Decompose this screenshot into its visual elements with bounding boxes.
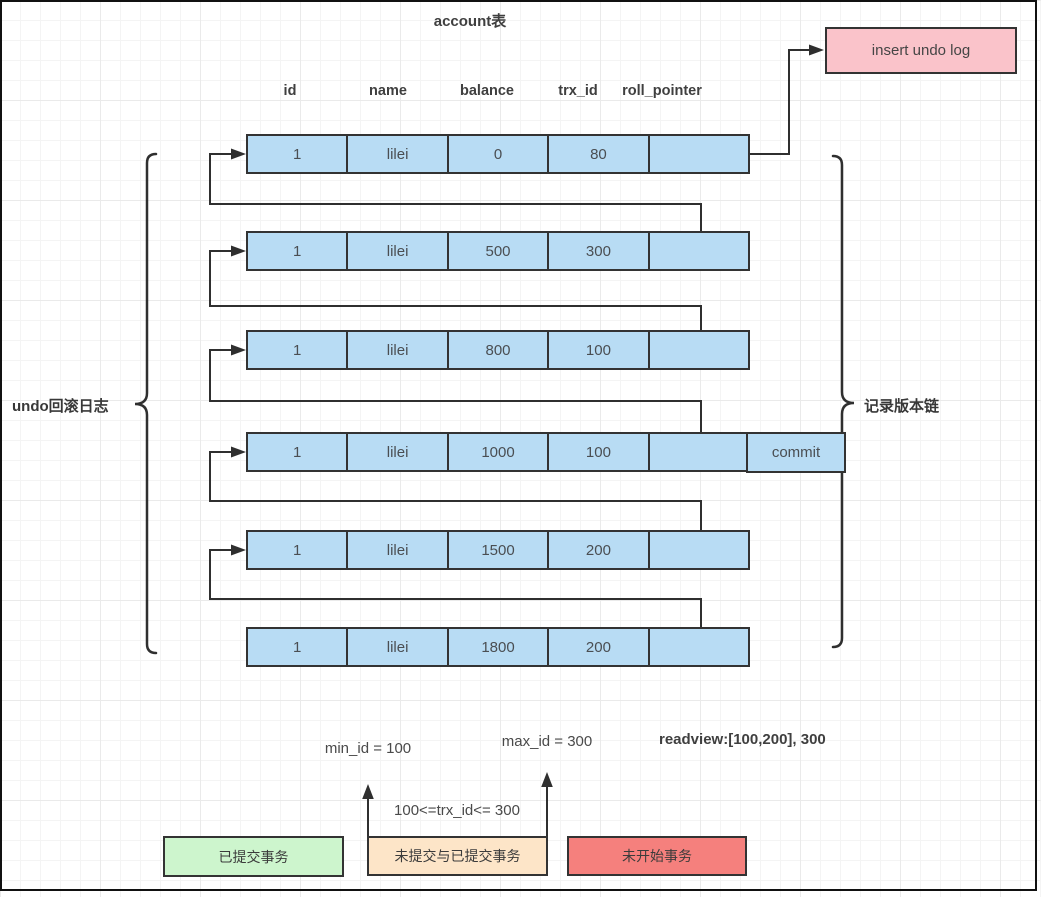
legend-committed: 已提交事务 <box>163 836 344 877</box>
column-header-roll-pointer: roll_pointer <box>622 83 702 99</box>
table-title: account表 <box>433 13 507 30</box>
insert-undo-log-box: insert undo log <box>825 27 1017 74</box>
version-row-5: 1 lilei 1500 200 <box>246 530 750 570</box>
legend-not-started: 未开始事务 <box>567 836 747 876</box>
legend-not-started-label: 未开始事务 <box>622 848 692 864</box>
row1-roll-pointer <box>647 136 748 172</box>
version-row-6: 1 lilei 1800 200 <box>246 627 750 667</box>
row1-balance: 0 <box>446 136 547 172</box>
row4-roll-pointer <box>647 434 748 470</box>
row1-id: 1 <box>293 145 302 163</box>
row1-name: lilei <box>346 136 446 172</box>
row6-trx-id: 200 <box>547 629 647 665</box>
legend-committed-label: 已提交事务 <box>218 848 289 865</box>
row5-name: lilei <box>346 532 446 568</box>
row4-id: 1 <box>293 443 302 461</box>
column-header-trx-id: trx_id <box>558 83 598 99</box>
version-row-2: 1 lilei 500 300 <box>246 231 750 271</box>
column-header-name: name <box>369 83 407 99</box>
row1-trx-id: 80 <box>547 136 647 172</box>
column-header-id: id <box>283 83 297 99</box>
row6-name: lilei <box>346 629 446 665</box>
row2-balance: 500 <box>446 233 547 269</box>
column-header-balance: balance <box>460 83 514 99</box>
row3-trx-id: 100 <box>547 332 647 368</box>
row3-name: lilei <box>346 332 446 368</box>
insert-undo-log-label: insert undo log <box>871 42 971 59</box>
row6-roll-pointer <box>647 629 748 665</box>
row4-balance: 1000 <box>446 434 547 470</box>
row5-balance: 1500 <box>446 532 547 568</box>
legend-uncommitted-and-committed: 未提交与已提交事务 <box>367 836 548 876</box>
row2-trx-id: 300 <box>547 233 647 269</box>
version-row-4: 1 lilei 1000 100 <box>246 432 750 472</box>
row5-trx-id: 200 <box>547 532 647 568</box>
row6-id: 1 <box>293 638 302 656</box>
row6-balance: 1800 <box>446 629 547 665</box>
max-id-annotation: max_id = 300 <box>501 733 593 750</box>
readview-annotation: readview:[100,200], 300 <box>659 731 826 748</box>
row5-id: 1 <box>293 541 302 559</box>
version-row-3: 1 lilei 800 100 <box>246 330 750 370</box>
row4-name: lilei <box>346 434 446 470</box>
row4-trx-id: 100 <box>547 434 647 470</box>
row2-id: 1 <box>293 242 302 260</box>
commit-label: commit <box>771 444 821 461</box>
min-id-annotation: min_id = 100 <box>324 740 412 757</box>
row3-id: 1 <box>293 341 302 359</box>
row2-name: lilei <box>346 233 446 269</box>
legend-uncommitted-and-committed-label: 未提交与已提交事务 <box>394 848 521 864</box>
row3-balance: 800 <box>446 332 547 368</box>
row5-roll-pointer <box>647 532 748 568</box>
version-row-1: 1 lilei 0 80 <box>246 134 750 174</box>
undo-log-label: undo回滚日志 <box>12 398 109 415</box>
row2-roll-pointer <box>647 233 748 269</box>
commit-box: commit <box>746 432 846 473</box>
trx-range-annotation: 100<=trx_id<= 300 <box>394 802 520 819</box>
row3-roll-pointer <box>647 332 748 368</box>
version-chain-label: 记录版本链 <box>864 398 940 415</box>
